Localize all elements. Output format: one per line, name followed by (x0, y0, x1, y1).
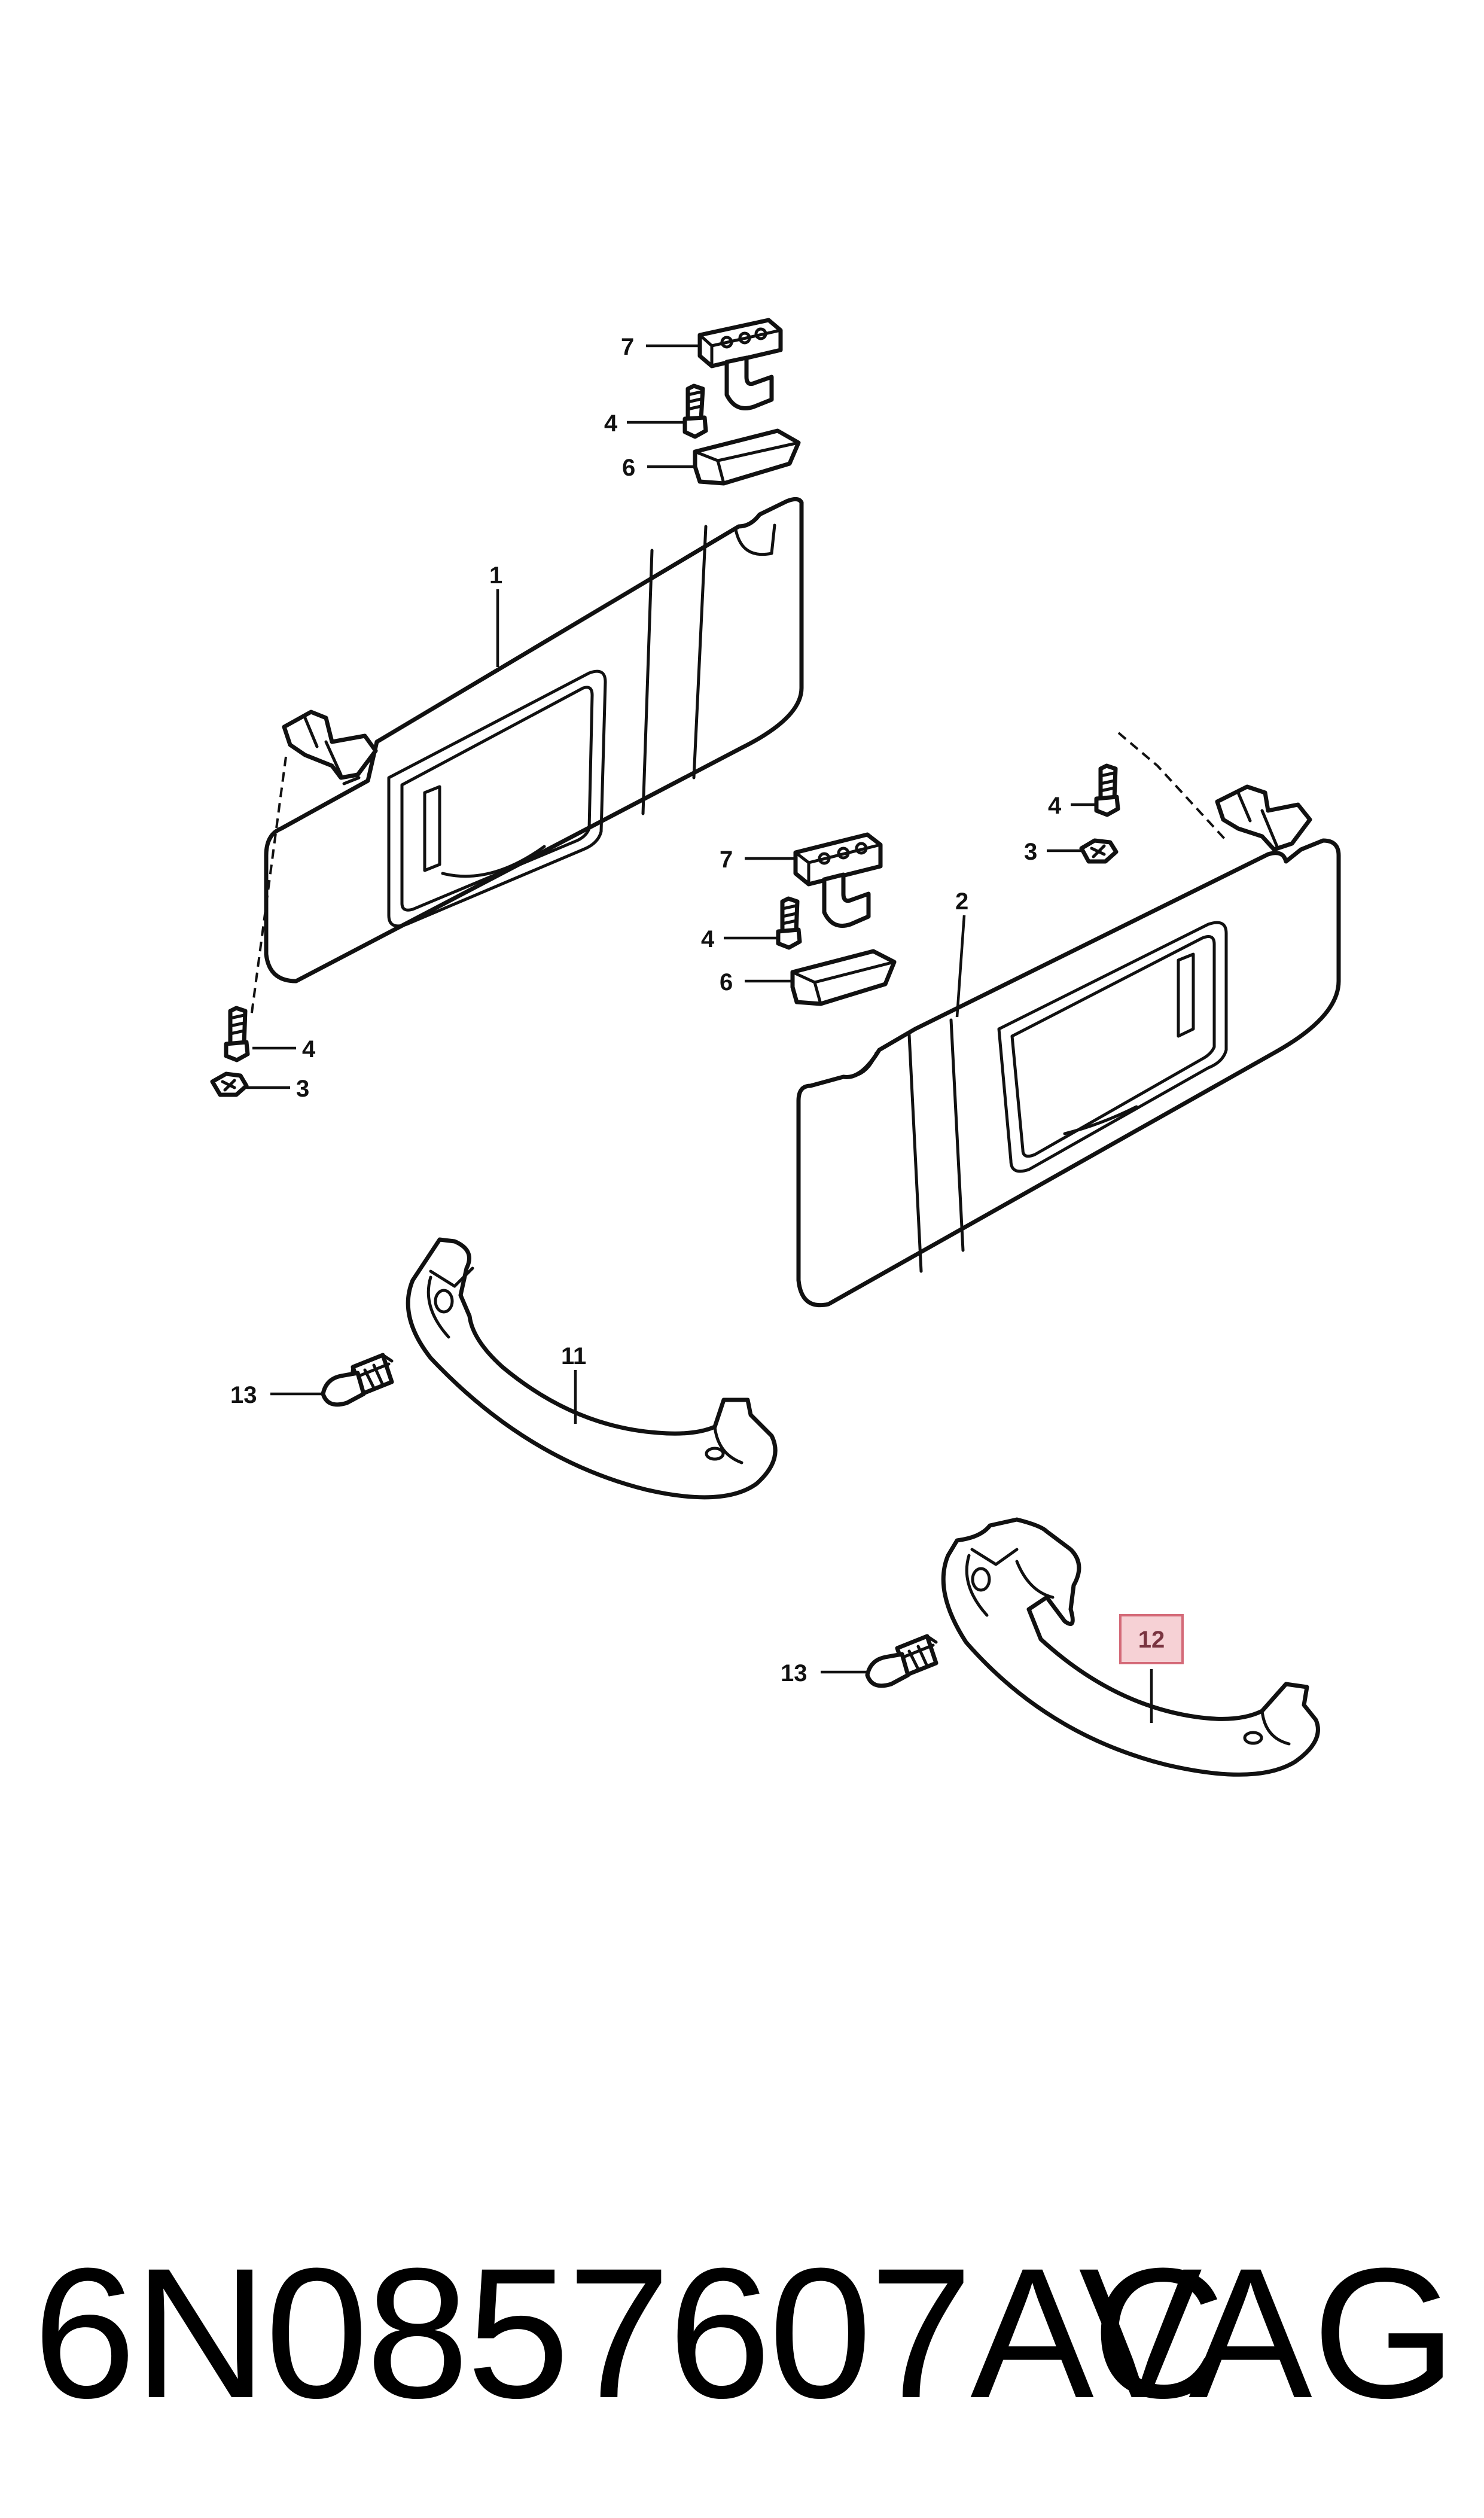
screw-13-left (321, 1353, 394, 1407)
clip-7-mid (793, 832, 883, 928)
callout-labels: 7 4 6 1 4 3 4 3 7 2 4 6 11 13 13 12 (230, 334, 1184, 1686)
sun-visor-2 (796, 784, 1341, 1308)
screw-4-left (224, 1006, 250, 1062)
callout-12: 12 (1138, 1627, 1165, 1653)
screw-4-top (682, 383, 708, 439)
part-number-footer: 6N0857607AC VAG (33, 2225, 1456, 2441)
leader-lines (246, 344, 1153, 1723)
part-number: 6N0857607AC (33, 2229, 1226, 2437)
callout-11: 11 (561, 1343, 586, 1369)
grab-handle-12 (941, 1517, 1320, 1777)
callout-3-right: 3 (1024, 839, 1037, 865)
clip-7-top (697, 318, 783, 410)
sun-visor-1 (264, 497, 804, 984)
assembly-line-right (1117, 732, 1227, 842)
callout-1: 1 (489, 562, 502, 589)
callout-7-top: 7 (621, 334, 634, 360)
screw-4-right-mid (776, 896, 802, 950)
callout-13-left: 13 (230, 1382, 257, 1408)
assembly-line-left (250, 756, 287, 1018)
cover-6-top (693, 428, 801, 486)
callout-2: 2 (955, 888, 968, 915)
brand-name: VAG (1078, 2229, 1456, 2437)
callout-3-left: 3 (296, 1076, 309, 1102)
callout-4-right-top: 4 (1048, 793, 1062, 819)
screw-4-right-top (1094, 763, 1120, 817)
grab-handle-11 (406, 1237, 778, 1500)
callout-4-right-mid: 4 (701, 926, 715, 952)
callout-4-top: 4 (604, 410, 618, 437)
nut-3-left (210, 1071, 249, 1097)
callout-12-highlight (1119, 1614, 1184, 1664)
callout-7-mid: 7 (720, 847, 733, 873)
nut-3-right (1079, 838, 1119, 864)
callout-6-mid: 6 (720, 969, 733, 995)
cover-6-mid (790, 949, 897, 1006)
callout-13-right: 13 (781, 1660, 807, 1686)
screw-13-right (865, 1634, 938, 1688)
callout-6-top: 6 (622, 455, 635, 481)
callout-4-left: 4 (302, 1036, 316, 1062)
